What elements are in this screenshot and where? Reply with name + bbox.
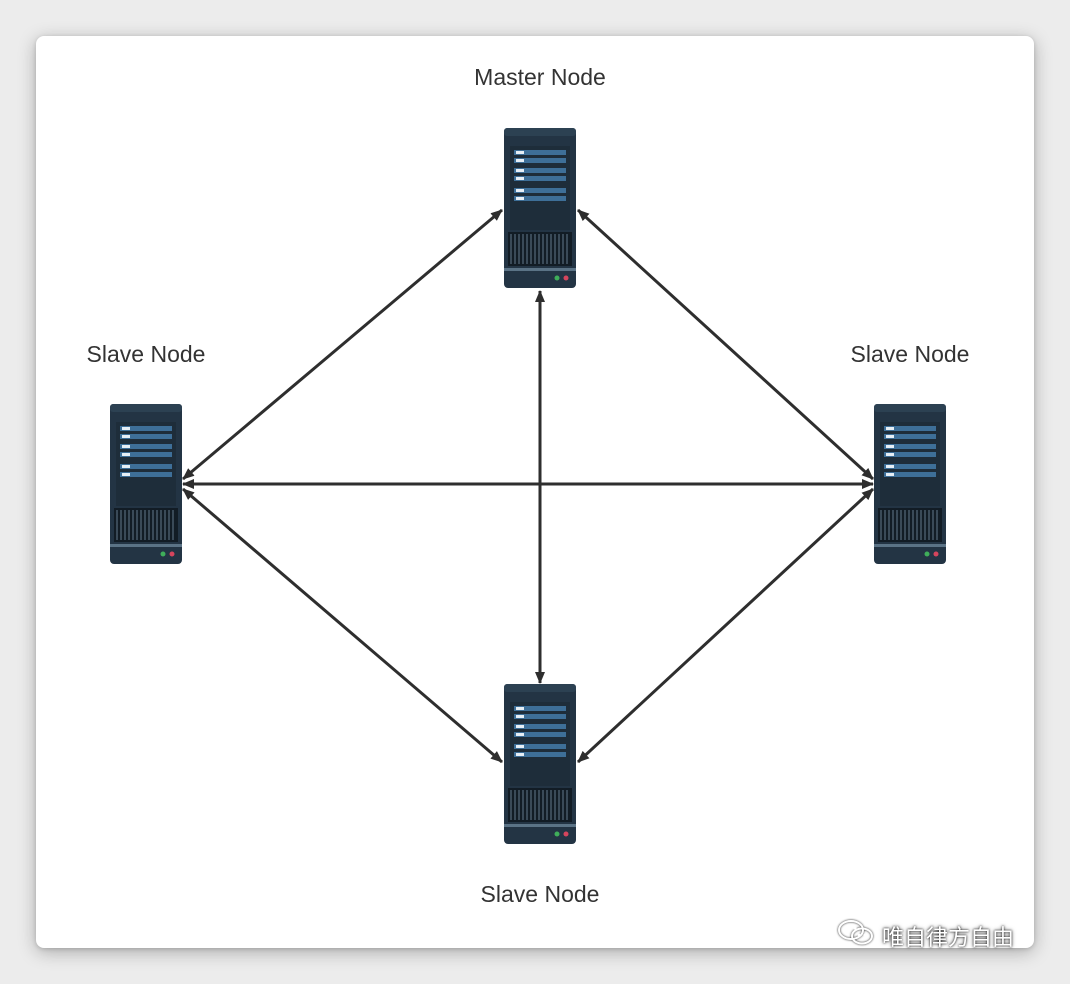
master-node-label: Master Node [474, 64, 606, 90]
server-icon-master [504, 128, 576, 288]
connector-master-right [576, 208, 875, 481]
server-icon-slave-bottom [504, 684, 576, 844]
connector-left-bottom [182, 487, 503, 764]
watermark: 唯自律方自由 [836, 918, 1014, 954]
connector-right-bottom [576, 487, 875, 764]
server-icon-slave-left [110, 404, 182, 564]
server-icon-slave-right [874, 404, 946, 564]
slave-node-bottom-label: Slave Node [480, 881, 600, 907]
slave-node-left-label: Slave Node [86, 341, 206, 367]
watermark-text: 唯自律方自由 [882, 925, 1015, 950]
slave-node-right-label: Slave Node [850, 341, 970, 367]
wechat-icon [836, 918, 876, 954]
connector-master-left [182, 208, 503, 481]
